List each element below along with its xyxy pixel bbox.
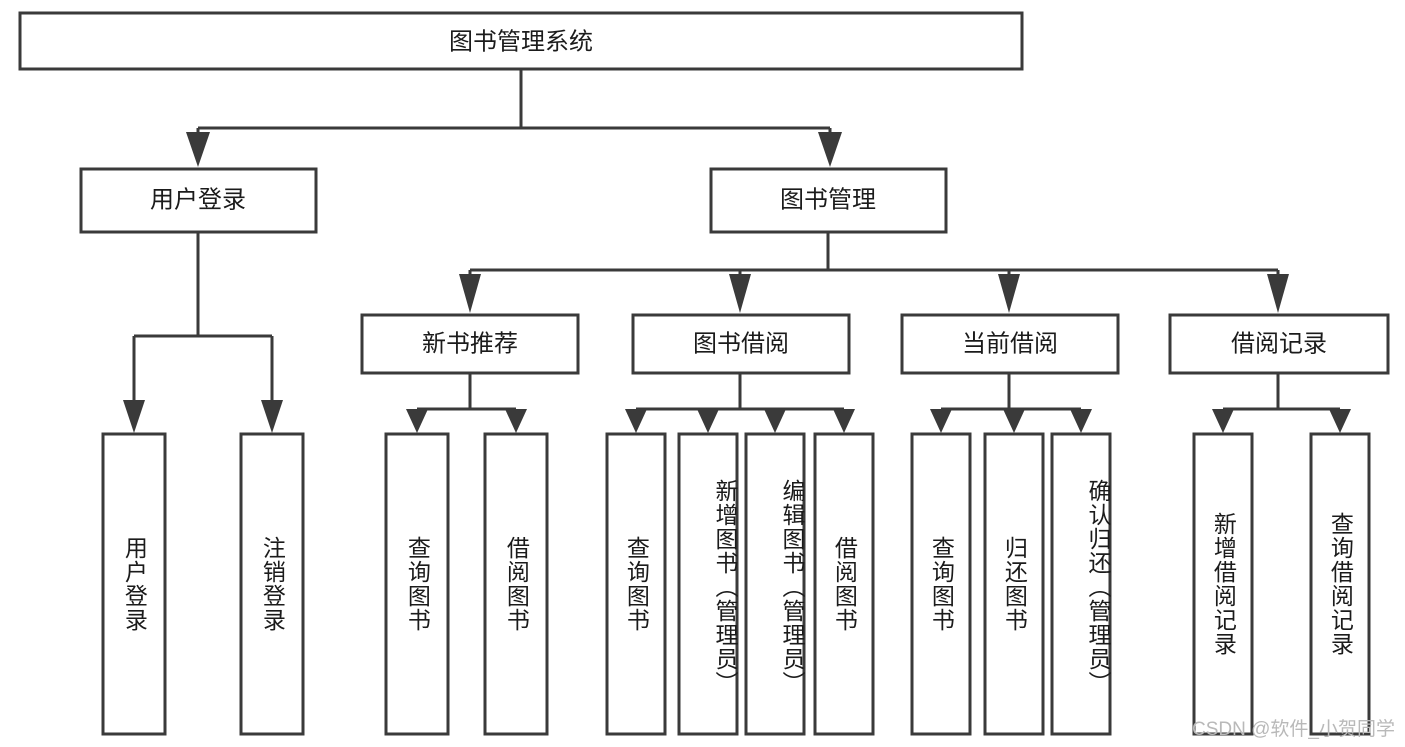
node-book-borrow[interactable]: 图书借阅 — [631, 313, 851, 375]
node-new-book-recommend-label: 新书推荐 — [422, 330, 518, 357]
node-root-box[interactable] — [18, 11, 1024, 71]
connector-newbook-to-leaves — [406, 373, 527, 433]
connector-root-to-level2 — [186, 69, 842, 167]
node-leaf-edit-book-box[interactable] — [744, 432, 806, 736]
arrow-head-icon — [818, 132, 842, 167]
node-leaf-confirm-return-box[interactable] — [1050, 432, 1112, 736]
arrow-head-icon — [1267, 274, 1289, 313]
arrow-head-icon — [186, 132, 210, 167]
node-leaf-add-book-box[interactable] — [677, 432, 739, 736]
connector-currentborrow-to-leaves — [930, 373, 1092, 433]
arrow-head-icon — [697, 409, 719, 433]
node-leaf-query-book-current-box[interactable] — [910, 432, 972, 736]
node-book-management[interactable]: 图书管理 — [709, 167, 948, 234]
node-user-login-box[interactable] — [79, 167, 318, 234]
arrow-head-icon — [406, 409, 428, 433]
arrow-head-icon — [998, 274, 1020, 313]
arrow-head-icon — [1003, 409, 1025, 433]
node-new-book-recommend[interactable]: 新书推荐 — [360, 313, 580, 375]
node-leaf-query-record-box[interactable] — [1309, 432, 1371, 736]
connector-bookborrow-to-leaves — [625, 373, 855, 433]
node-borrow-record-box[interactable] — [1168, 313, 1390, 375]
node-borrow-record[interactable]: 借阅记录 — [1168, 313, 1390, 375]
node-leaf-user-login-box[interactable] — [101, 432, 167, 736]
arrow-head-icon — [764, 409, 786, 433]
node-book-borrow-box[interactable] — [631, 313, 851, 375]
connector-userlogin-to-leaves — [123, 232, 283, 433]
csdn-watermark: CSDN @软件_小贺同学 — [1192, 719, 1395, 740]
node-leaf-query-book-borrow-box[interactable] — [605, 432, 667, 736]
node-user-login-label: 用户登录 — [150, 186, 246, 213]
arrow-head-icon — [1329, 409, 1351, 433]
arrow-head-icon — [930, 409, 952, 433]
node-leaf-return-book-box[interactable] — [983, 432, 1045, 736]
arrow-head-icon — [123, 400, 145, 433]
connector-bookmgmt-to-level3 — [459, 232, 1289, 313]
arrow-head-icon — [625, 409, 647, 433]
node-leaf-query-book-recommend-box[interactable] — [384, 432, 450, 736]
node-borrow-record-label: 借阅记录 — [1231, 330, 1327, 357]
node-leaf-add-record-box[interactable] — [1192, 432, 1254, 736]
node-user-login[interactable]: 用户登录 — [79, 167, 318, 234]
node-leaf-borrow-book-recommend-box[interactable] — [483, 432, 549, 736]
node-new-book-recommend-box[interactable] — [360, 313, 580, 375]
node-book-management-label: 图书管理 — [780, 186, 876, 213]
arrow-head-icon — [505, 409, 527, 433]
node-root[interactable]: 图书管理系统 — [18, 11, 1024, 71]
arrow-head-icon — [459, 274, 481, 313]
arrow-head-icon — [1212, 409, 1234, 433]
arrow-head-icon — [261, 400, 283, 433]
node-current-borrow[interactable]: 当前借阅 — [900, 313, 1120, 375]
arrow-head-icon — [833, 409, 855, 433]
arrow-head-icon — [1070, 409, 1092, 433]
node-current-borrow-label: 当前借阅 — [962, 330, 1058, 357]
arrow-head-icon — [729, 274, 751, 313]
connector-borrowrecord-to-leaves — [1212, 373, 1351, 433]
node-book-management-box[interactable] — [709, 167, 948, 234]
node-current-borrow-box[interactable] — [900, 313, 1120, 375]
node-book-borrow-label: 图书借阅 — [693, 330, 789, 357]
node-leaf-logout-box[interactable] — [239, 432, 305, 736]
node-root-label: 图书管理系统 — [449, 28, 593, 55]
node-leaf-borrow-book-box[interactable] — [813, 432, 875, 736]
